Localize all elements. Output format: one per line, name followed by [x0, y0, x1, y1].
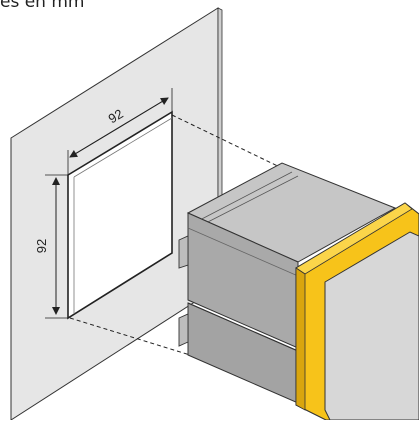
device-housing	[178, 162, 397, 404]
dimension-label-width: 92	[106, 106, 126, 126]
dimension-label-height: 92	[34, 239, 49, 253]
front-bezel	[295, 202, 419, 421]
dimension-lines	[45, 88, 173, 319]
units-caption: es en mm	[0, 0, 85, 12]
panel-cutout	[67, 110, 173, 320]
projection-lines	[69, 114, 291, 356]
